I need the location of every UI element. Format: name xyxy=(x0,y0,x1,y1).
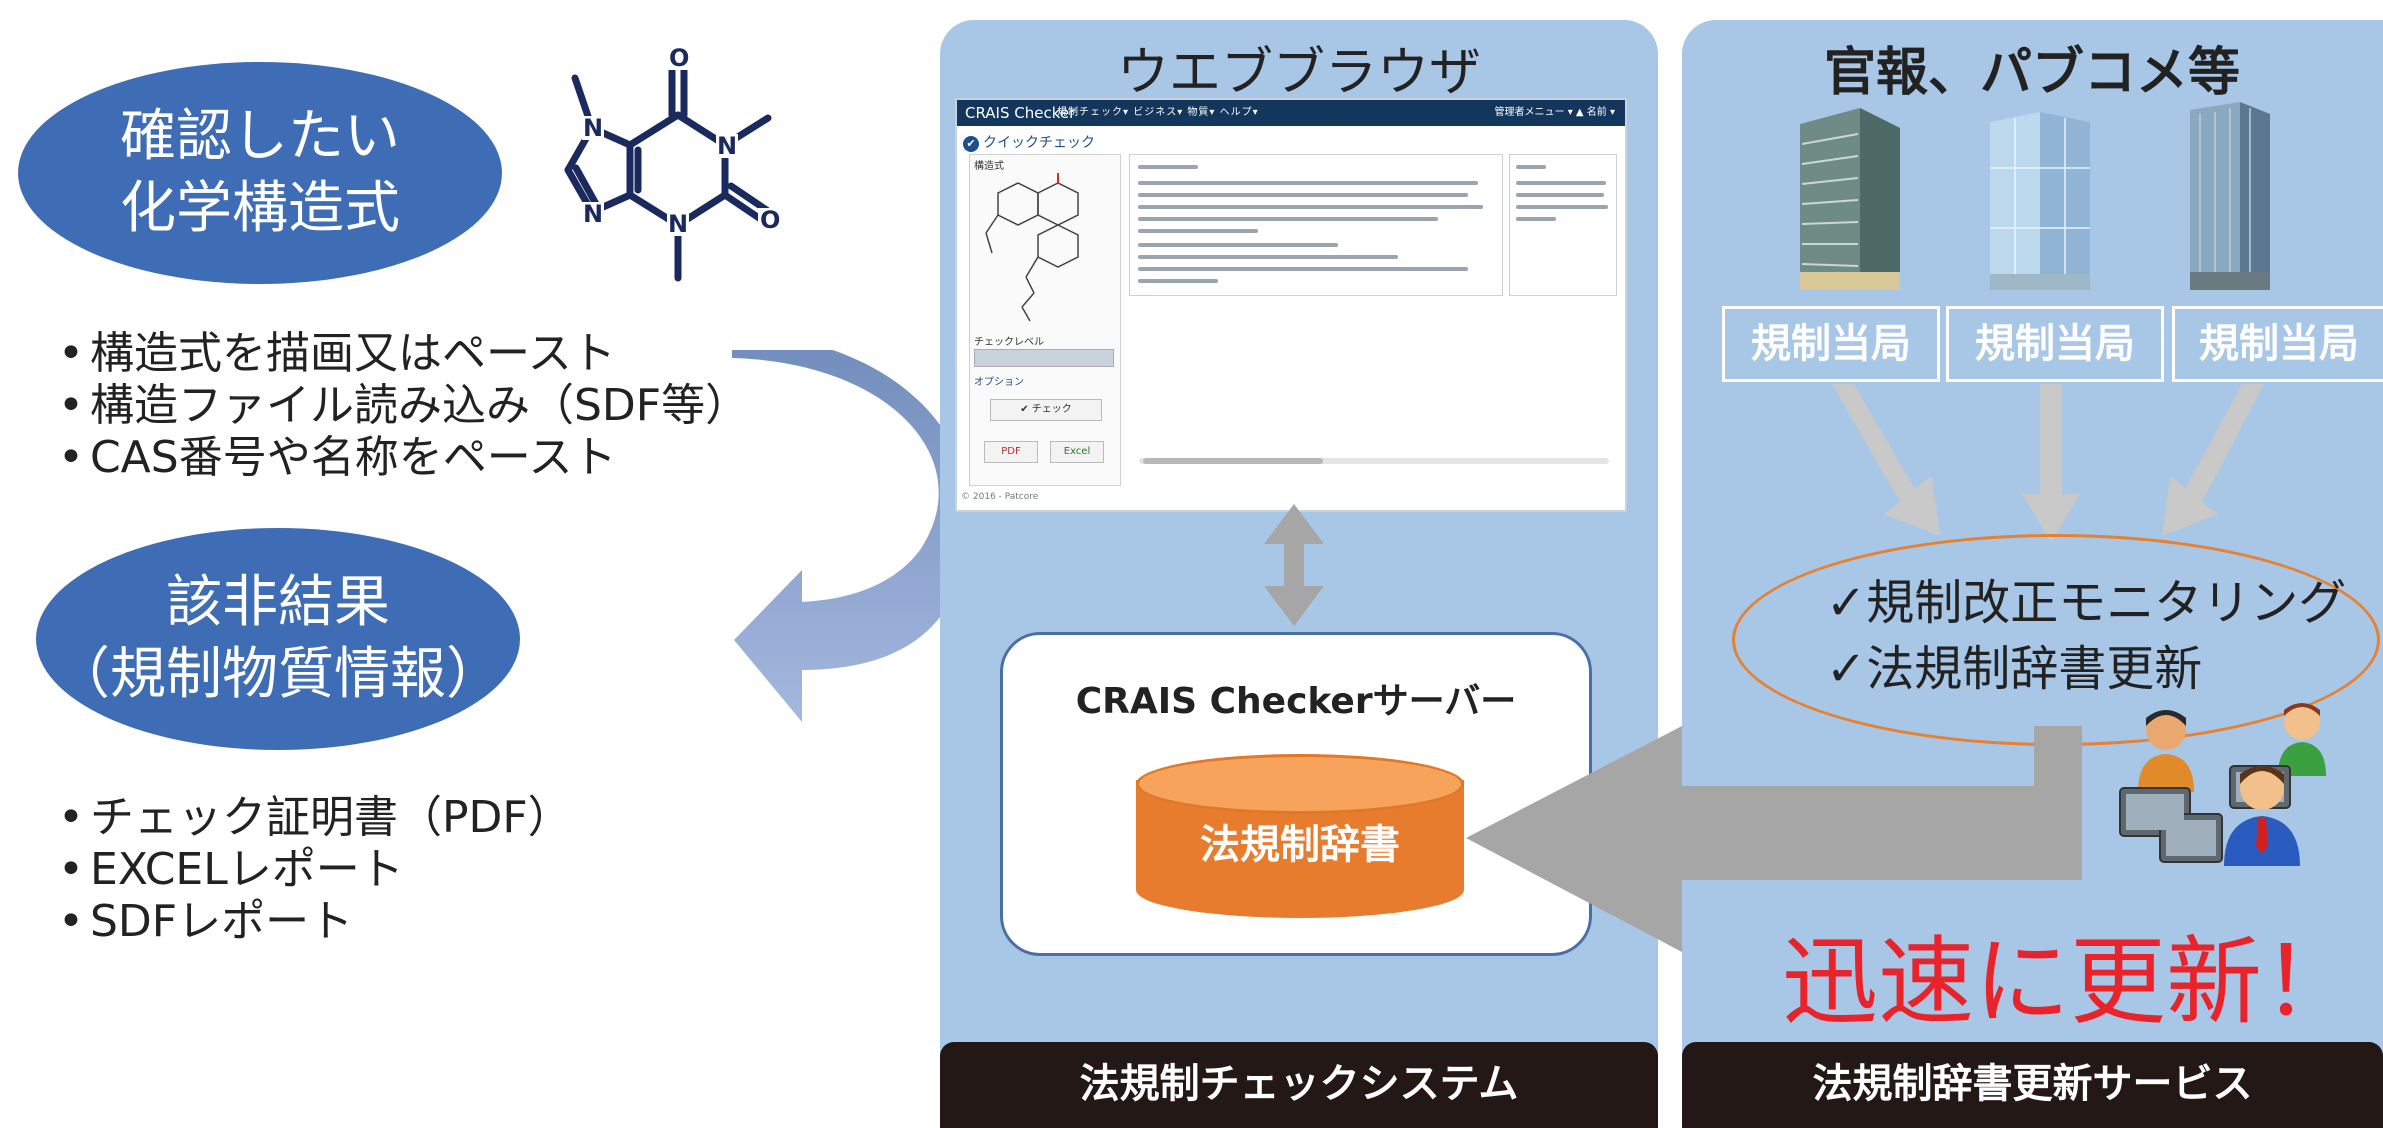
structure-drawing xyxy=(985,173,1079,322)
regulator-converging-arrows xyxy=(1832,384,2264,542)
structure-editor-panel: 構造式 チェックレベル オプション ✔ チェック PDF Excel xyxy=(969,154,1121,486)
regulator-label: 規制当局 xyxy=(1722,306,1940,382)
atom-n-left-bottom: N xyxy=(583,200,603,228)
gazette-title: 官報、パブコメ等 xyxy=(1823,43,2240,103)
result-ellipse-line2: （規制物質情報） xyxy=(54,642,502,707)
government-building-icon xyxy=(2190,102,2270,290)
result-ellipse: 該非結果 （規制物質情報） xyxy=(36,528,520,750)
screenshot-brand: CRAIS Checker xyxy=(965,104,1076,122)
screenshot-navbar: CRAIS Checker 規制チェック▾ ビジネス▾ 物質▾ ヘルプ▾ 管理者… xyxy=(957,100,1625,126)
atom-n-right: N xyxy=(717,132,737,160)
monitoring-item: ✓規制改正モニタリング xyxy=(1826,575,2347,631)
web-browser-title: ウエブブラウザ xyxy=(1116,43,1481,103)
check-level-label: チェックレベル xyxy=(974,337,1044,348)
result-outputs-list: チェック証明書（PDF） EXCELレポート SDFレポート xyxy=(58,792,572,948)
result-ellipse-line1: 該非結果 xyxy=(166,570,390,635)
pdf-export-button[interactable]: PDF xyxy=(984,441,1038,463)
check-button[interactable]: ✔ チェック xyxy=(990,399,1102,421)
operators-icon xyxy=(2119,703,2326,866)
molecule-structure-icon: O N N N N O xyxy=(564,44,782,282)
result-output-item: チェック証明書（PDF） xyxy=(58,792,572,844)
input-method-item: 構造式を描画又はペースト xyxy=(58,328,749,380)
results-text-panel xyxy=(1129,154,1503,296)
atom-o-right: O xyxy=(760,206,780,234)
bidirectional-arrow xyxy=(1264,504,1324,626)
app-screenshot: CRAIS Checker 規制チェック▾ ビジネス▾ 物質▾ ヘルプ▾ 管理者… xyxy=(955,98,1627,512)
screenshot-menu: 規制チェック▾ ビジネス▾ 物質▾ ヘルプ▾ xyxy=(1057,107,1259,118)
regulator-label: 規制当局 xyxy=(1946,306,2164,382)
screenshot-user-menu: 管理者メニュー ▾ ▲ 名前 ▾ xyxy=(1494,107,1615,118)
structure-panel-label: 構造式 xyxy=(974,161,1004,172)
government-building-icon xyxy=(1990,112,2090,290)
atom-o-top: O xyxy=(669,44,689,72)
monitoring-text: ✓規制改正モニタリング ✓法規制辞書更新 xyxy=(1826,570,2346,702)
option-toggle[interactable]: オプション xyxy=(974,377,1024,388)
check-level-select[interactable] xyxy=(974,349,1114,367)
input-ellipse-line1: 確認したい xyxy=(120,104,400,169)
regulator-label: 規制当局 xyxy=(2172,306,2383,382)
monitoring-item: ✓法規制辞書更新 xyxy=(1826,641,2203,697)
government-building-icon xyxy=(1800,108,1900,290)
result-output-item: SDFレポート xyxy=(58,896,572,948)
dictionary-update-footer: 法規制辞書更新サービス xyxy=(1682,1042,2383,1128)
input-ellipse-line2: 化学構造式 xyxy=(120,176,400,241)
input-method-item: CAS番号や名称をペースト xyxy=(58,432,749,484)
screenshot-footer: © 2016 - Patcore xyxy=(961,492,1039,502)
rapid-update-text: 迅速に更新！ xyxy=(1782,926,2358,1038)
results-side-panel xyxy=(1509,154,1617,296)
input-methods-list: 構造式を描画又はペースト 構造ファイル読み込み（SDF等） CAS番号や名称をペ… xyxy=(58,328,749,484)
atom-n-left-top: N xyxy=(583,114,603,142)
excel-export-button[interactable]: Excel xyxy=(1050,441,1104,463)
quick-check-heading: クイックチェック xyxy=(963,132,1095,152)
result-output-item: EXCELレポート xyxy=(58,844,572,896)
check-system-footer: 法規制チェックシステム xyxy=(940,1042,1658,1128)
update-arrow xyxy=(1466,726,2082,952)
regulation-dictionary-label: 法規制辞書 xyxy=(1200,822,1400,868)
server-title: CRAIS Checkerサーバー xyxy=(1075,681,1517,722)
input-method-item: 構造ファイル読み込み（SDF等） xyxy=(58,380,749,432)
atom-n-bottom: N xyxy=(668,210,688,238)
results-scrollbar[interactable] xyxy=(1139,458,1609,464)
input-structure-ellipse: 確認したい 化学構造式 xyxy=(18,62,502,284)
database-cylinder-top xyxy=(1136,754,1464,814)
curved-return-arrow xyxy=(732,350,970,722)
